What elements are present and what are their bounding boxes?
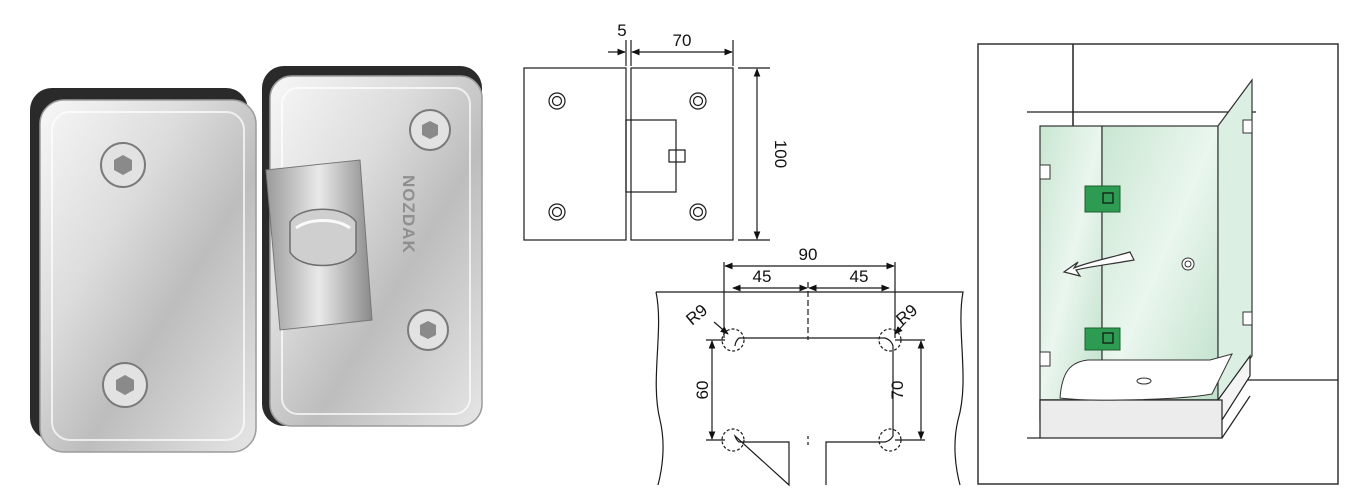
screw-icon: [407, 309, 449, 351]
right-plate-outline: [630, 67, 734, 241]
screw-icon: [102, 362, 148, 408]
door-knob-icon: [1181, 257, 1195, 271]
hole-icon: [689, 203, 707, 221]
right-radius-label: R9: [892, 301, 921, 330]
pin-outline: [668, 149, 686, 163]
cutout-outline: [733, 337, 894, 487]
gap-dimension-label: 5: [617, 21, 626, 40]
hinge-icon: [1084, 327, 1121, 351]
drain-icon: [1136, 377, 1152, 385]
hinge-pin: [289, 208, 357, 267]
screw-icon: [409, 109, 451, 151]
right-height-label: 70: [888, 381, 907, 400]
left-radius-label: R9: [682, 301, 711, 330]
hinge-icon: [1084, 185, 1121, 213]
plate-dimension-drawing: [523, 40, 770, 241]
hole-icon: [548, 203, 566, 221]
door-glass-panel: [1101, 125, 1219, 401]
glass-edge-left: [655, 291, 664, 486]
left-height-label: 60: [693, 381, 712, 400]
cutout-total-width-label: 90: [799, 245, 818, 264]
height-dimension-label: 100: [771, 140, 790, 168]
hole-icon: [689, 92, 707, 110]
cutout-right-half-label: 45: [850, 267, 869, 286]
glass-cutout-drawing: [655, 262, 964, 487]
left-plate-front: [39, 99, 257, 453]
shower-installation-illustration: [977, 43, 1339, 485]
brand-engraving: NOZDAK: [399, 175, 418, 254]
glass-edge-right: [656, 291, 964, 486]
hole-icon: [548, 92, 566, 110]
swing-arrow-icon: [1062, 251, 1135, 277]
left-plate-outline: [523, 67, 627, 241]
width-dimension-label: 70: [673, 31, 692, 50]
knuckle-outline: [625, 119, 677, 193]
cutout-left-half-label: 45: [753, 267, 772, 286]
screw-icon: [100, 142, 146, 188]
hinge-product-photo: NOZDAK: [30, 66, 483, 453]
